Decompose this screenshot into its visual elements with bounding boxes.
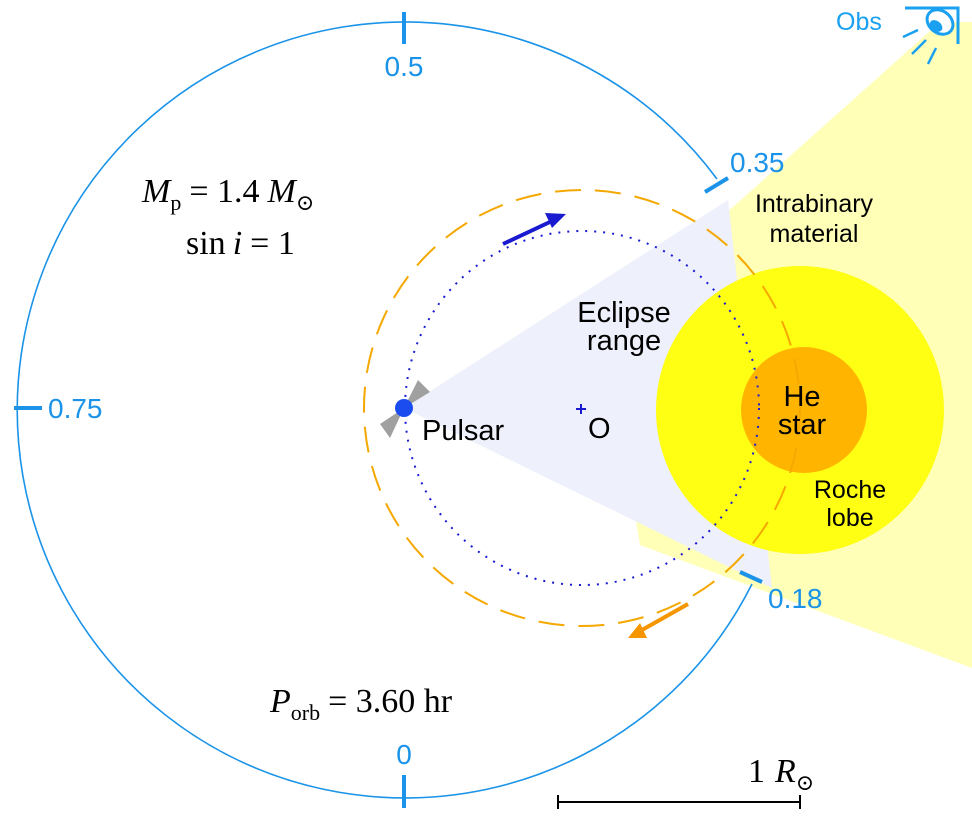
scale-unit-sub: ⊙ [796, 770, 814, 795]
companion-orbit [363, 189, 801, 627]
phase-label-0: 0 [396, 739, 412, 770]
scale-unit: R [774, 753, 796, 790]
period-subscript: orb [291, 700, 320, 725]
mass-subscript: p [170, 190, 181, 215]
he-star-label-line2: star [778, 409, 827, 441]
eclipse-label-line2: range [587, 325, 661, 357]
pulsar-beam-icon [380, 380, 430, 438]
intrabinary-label-line1: Intrabinary [755, 190, 874, 218]
mass-unit: M [267, 173, 298, 210]
inclination-value: = 1 [250, 225, 295, 262]
pulsar-direction-arrow [502, 213, 566, 246]
he-star-label-line1: He [783, 381, 820, 413]
eye-observer-icon [902, 6, 960, 65]
companion-direction-arrow [628, 602, 689, 638]
orbital-phase-ring [16, 21, 753, 799]
eclipse-range-wedge [404, 200, 772, 588]
he-star [741, 347, 867, 473]
mass-unit-sub: ⊙ [296, 190, 314, 215]
phase-label-075: 0.75 [48, 393, 103, 424]
mass-value: = 1.4 [189, 173, 259, 210]
phase-tick-035 [703, 176, 730, 194]
center-of-mass-label: O [588, 413, 611, 445]
intrabinary-label-line2: material [770, 220, 859, 248]
pulsar-dot [395, 399, 413, 417]
phase-label-035: 0.35 [730, 147, 785, 178]
inclination-symbol: i [233, 225, 242, 262]
phase-tick-018 [739, 570, 763, 584]
phase-label-05: 0.5 [385, 51, 424, 82]
period-value: = 3.60 hr [328, 683, 453, 720]
mass-symbol: M [141, 173, 172, 210]
roche-label-line2: lobe [826, 504, 873, 532]
eclipse-label-line1: Eclipse [577, 297, 671, 329]
scale-bar [557, 795, 801, 809]
scale-value: 1 [748, 753, 765, 790]
period-symbol: P [269, 683, 291, 720]
sin-text: sin [186, 225, 226, 262]
phase-label-018: 0.18 [768, 583, 823, 614]
observer-label: Obs [836, 8, 882, 36]
roche-label-line1: Roche [814, 476, 886, 504]
pulsar-label: Pulsar [422, 415, 505, 447]
pulsar-orbit [404, 230, 760, 586]
orbital-period-equation: Porb = 3.60 hr [269, 683, 453, 725]
center-of-mass-marker [576, 404, 586, 414]
